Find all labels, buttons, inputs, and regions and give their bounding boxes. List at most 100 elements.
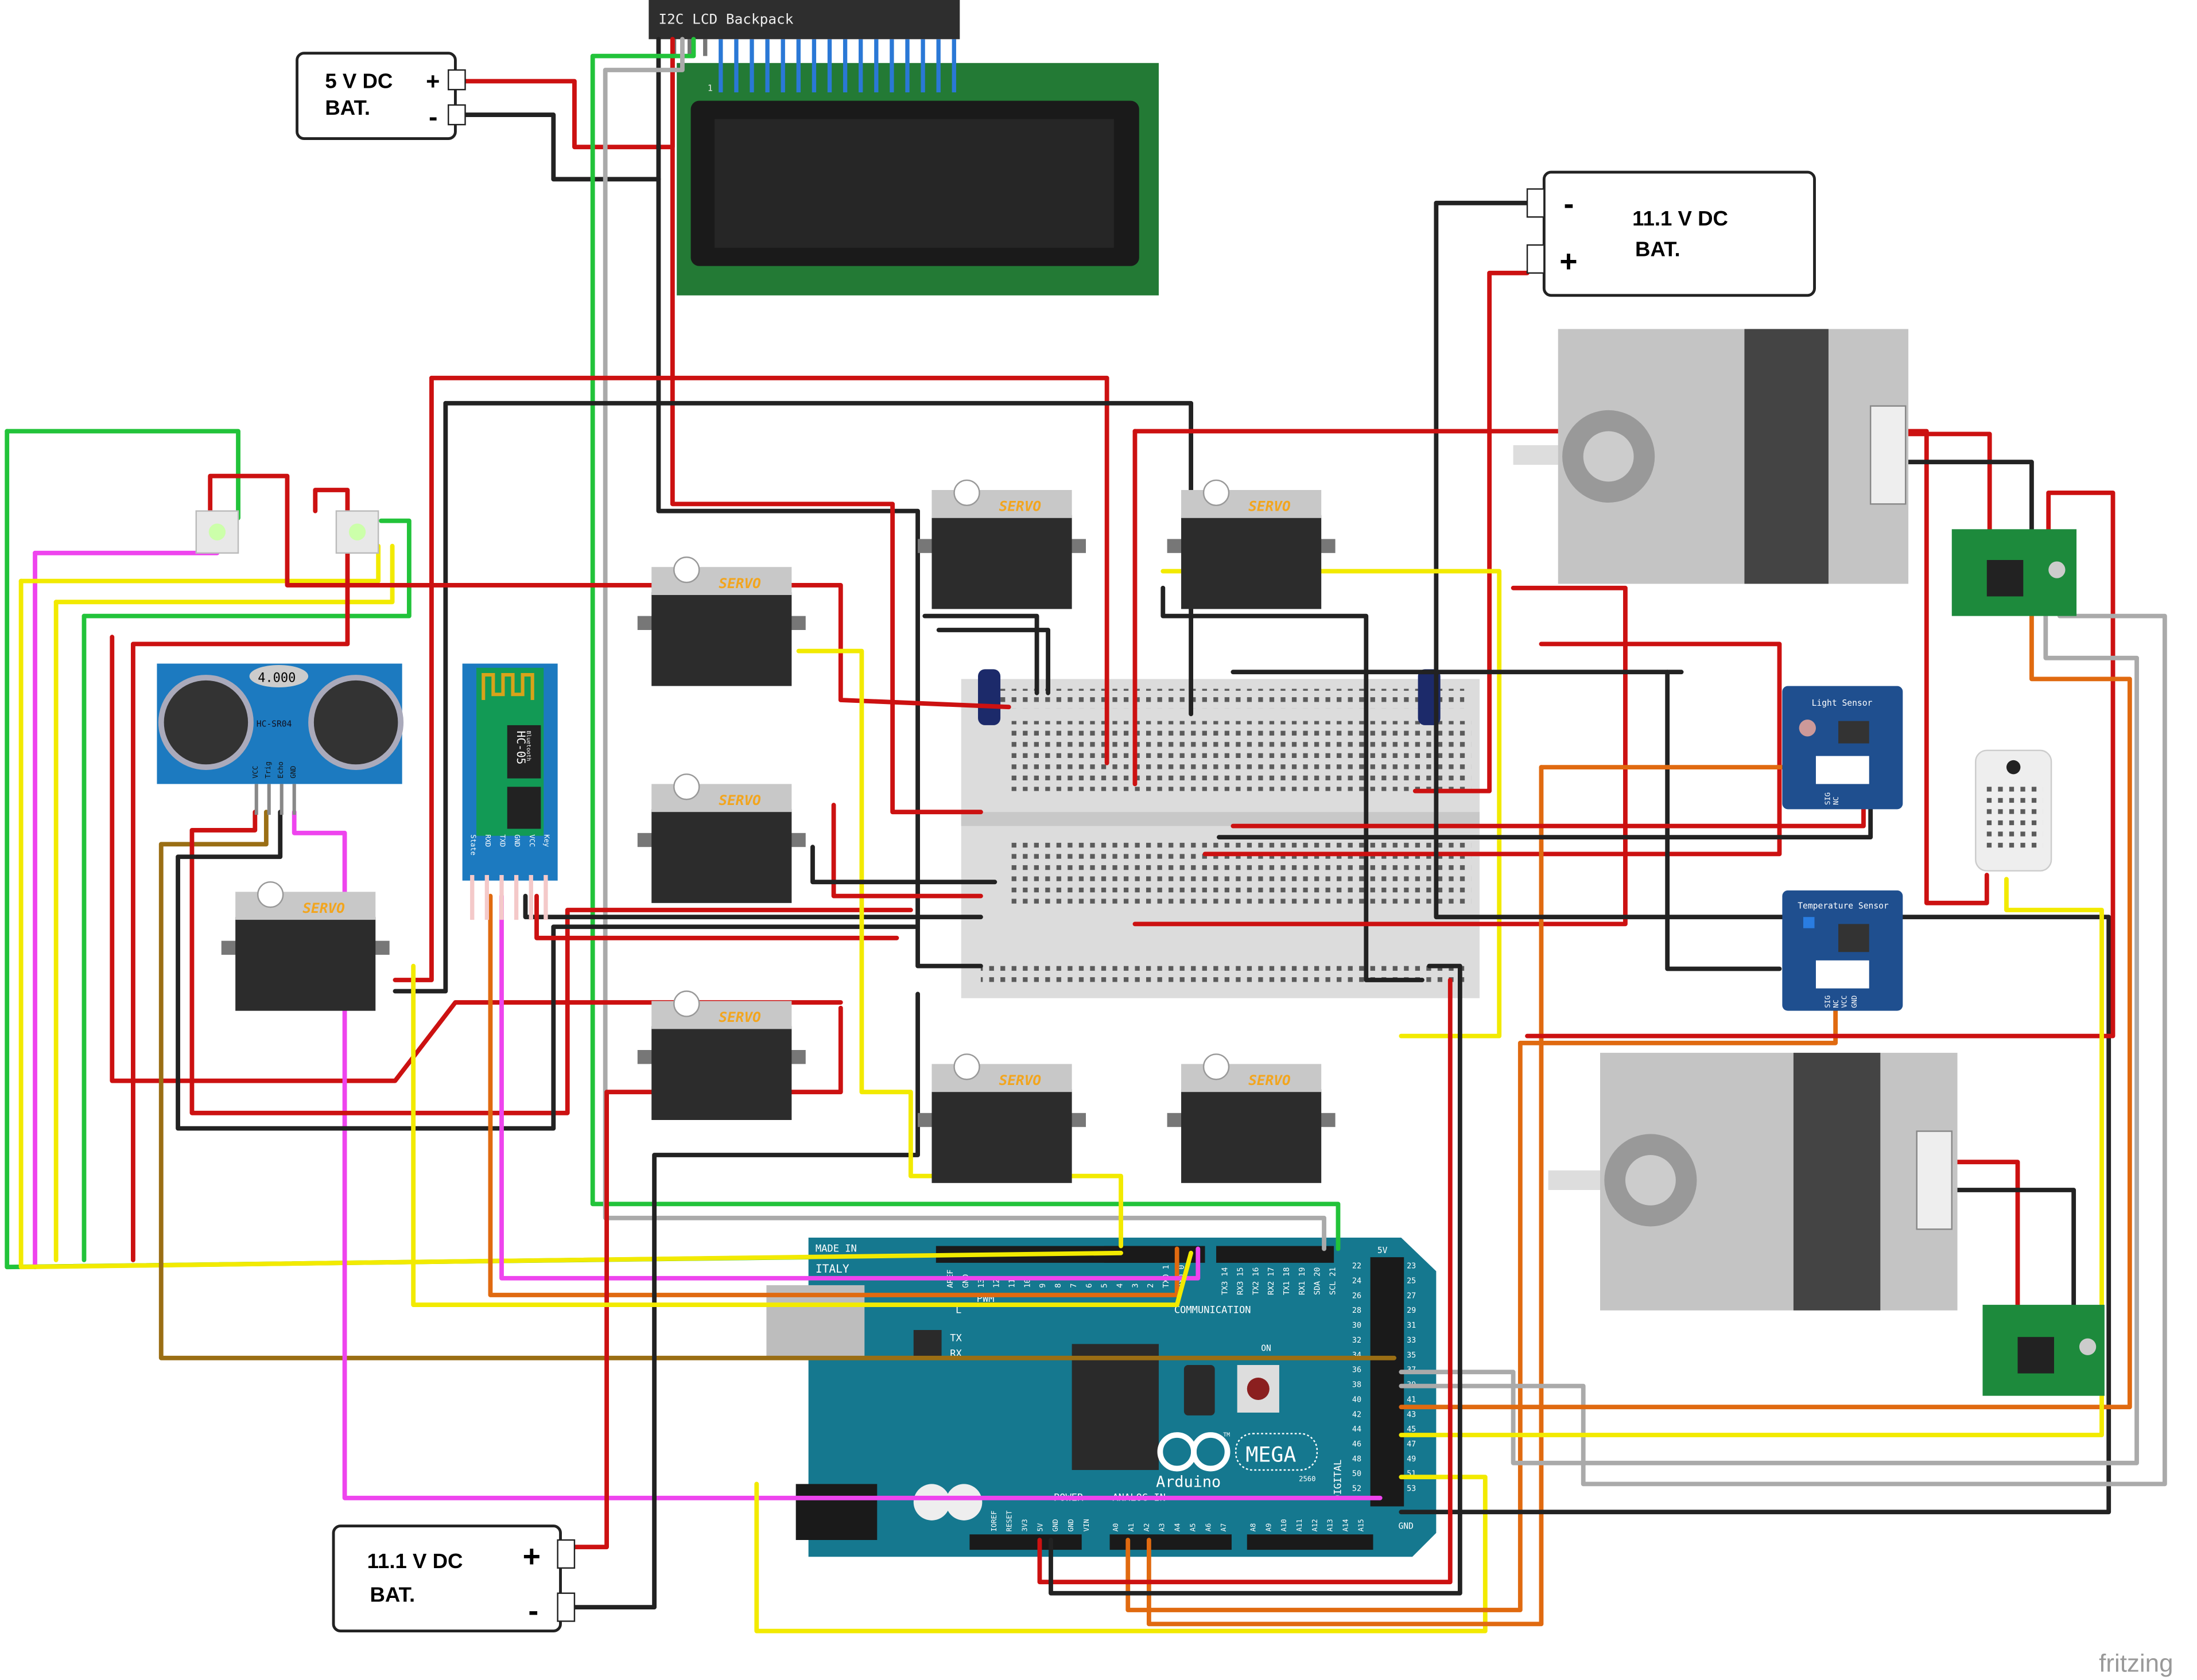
pin-label: SIG <box>1823 792 1831 805</box>
battery-label: BAT. <box>1635 238 1680 261</box>
wire-red[interactable] <box>189 810 913 1115</box>
pin-label: VCC <box>1841 995 1849 1008</box>
pin-label: 6 <box>1085 1284 1094 1288</box>
pin-label: A5 <box>1189 1523 1197 1532</box>
wire-black[interactable] <box>565 991 920 1610</box>
wire-red[interactable] <box>131 488 350 1262</box>
wire-red[interactable] <box>1889 431 1992 535</box>
wire-yellow[interactable] <box>1399 877 2104 1437</box>
pin-label: 50 <box>1352 1470 1361 1479</box>
battery-minus: - <box>1564 186 1574 221</box>
wire-black[interactable] <box>1049 963 1462 1596</box>
wire-green[interactable] <box>81 518 412 619</box>
pin-label: A1 <box>1127 1523 1135 1532</box>
wire-black[interactable] <box>922 613 1039 695</box>
wire-red[interactable] <box>393 375 434 982</box>
wire-green[interactable] <box>590 37 1341 1251</box>
dht-sensor <box>1975 749 2052 872</box>
wire-red[interactable] <box>1202 641 1782 857</box>
pin-label: 3 <box>1131 1284 1140 1288</box>
wire-red[interactable] <box>1037 978 1453 1585</box>
pin-label: State <box>469 834 477 855</box>
wire-orange[interactable] <box>488 893 1179 1297</box>
wire-red[interactable] <box>1931 1160 2020 1307</box>
wire-yellow[interactable] <box>18 578 1123 1270</box>
wire-red[interactable] <box>670 37 983 815</box>
pin-label: NC <box>1832 1000 1840 1008</box>
wire-grey[interactable] <box>1399 613 2167 1487</box>
wire-yellow[interactable] <box>53 543 395 605</box>
wire-grey[interactable] <box>603 37 1326 1251</box>
battery-minus: - <box>429 102 437 132</box>
stepper-driver <box>1951 529 2077 616</box>
pin-label: 52 <box>1352 1485 1361 1494</box>
wire-green[interactable] <box>5 429 240 520</box>
pin-label: VIN <box>1082 1519 1090 1531</box>
battery-voltage: 11.1 V DC <box>1632 207 1728 230</box>
servo-motor: SERVO <box>918 479 1086 609</box>
pin-label: GND <box>1850 995 1858 1008</box>
wire-red[interactable] <box>208 473 1011 710</box>
wire-black[interactable] <box>176 810 920 1131</box>
pin-label: 53 <box>1407 1485 1416 1494</box>
wire-black[interactable] <box>1889 460 2034 535</box>
usb-port <box>766 1285 865 1358</box>
servo-label: SERVO <box>719 575 760 592</box>
wire-orange[interactable] <box>1125 978 1838 1612</box>
wire-yellow[interactable] <box>754 1475 1488 1634</box>
battery-plus: + <box>1559 244 1577 278</box>
wire-black[interactable] <box>810 845 997 885</box>
wire-yellow[interactable] <box>796 648 1123 1249</box>
pin-label: A15 <box>1357 1519 1365 1531</box>
wire-pink[interactable] <box>292 810 1383 1500</box>
wire-yellow[interactable] <box>411 963 1194 1307</box>
servo-label: SERVO <box>999 498 1041 515</box>
stepper-motor <box>1548 1052 1958 1310</box>
battery-plus: + <box>523 1539 541 1573</box>
wire-black[interactable] <box>523 893 983 920</box>
wire-brown[interactable] <box>158 810 1397 1360</box>
wire-black[interactable] <box>1931 1188 2076 1307</box>
wire-black[interactable] <box>1160 585 1424 982</box>
bluetooth-model: HC-05 <box>514 731 527 765</box>
wire-red[interactable] <box>831 803 983 899</box>
servo-motor: SERVO <box>918 1053 1086 1183</box>
model-label: MEGA <box>1245 1442 1296 1467</box>
wire-red[interactable] <box>110 635 843 1083</box>
pin-label: A6 <box>1204 1523 1212 1532</box>
pin-label: 8 <box>1054 1284 1063 1288</box>
wire-yellow[interactable] <box>18 543 381 584</box>
pin-label: 3V3 <box>1020 1519 1028 1531</box>
pin-label: RX2 17 <box>1267 1267 1276 1295</box>
lcd-pin1-label: 1 <box>708 84 713 94</box>
wire-black[interactable] <box>936 628 1051 695</box>
servo-label: SERVO <box>999 1072 1041 1088</box>
communication-label: COMMUNICATION <box>1174 1305 1251 1316</box>
servo-motor: SERVO <box>1167 479 1336 609</box>
wire-orange[interactable] <box>1399 613 2132 1410</box>
wire-black[interactable] <box>393 400 448 994</box>
wire-black[interactable] <box>443 400 1194 717</box>
battery-5v: 5 V DC BAT. + - <box>296 52 466 140</box>
wire-grey[interactable] <box>1399 613 2139 1465</box>
wire-red[interactable] <box>534 893 899 940</box>
wire-red[interactable] <box>1132 585 1628 927</box>
backpack-label: I2C LCD Backpack <box>658 10 793 27</box>
wire-red[interactable] <box>1525 490 2116 1039</box>
wire-black[interactable] <box>1399 753 2111 1515</box>
pin-label: A10 <box>1280 1519 1288 1531</box>
pin-label: TX1 18 <box>1283 1267 1291 1295</box>
wire-red[interactable] <box>1412 270 1530 794</box>
pin-label: 22 <box>1352 1262 1361 1271</box>
pin-label: A4 <box>1174 1523 1182 1532</box>
pin-label: 23 <box>1407 1262 1416 1271</box>
wire-red[interactable] <box>565 1005 843 1550</box>
pin-label: 42 <box>1352 1410 1361 1419</box>
wire-black[interactable] <box>656 37 983 969</box>
pin-label: 35 <box>1407 1351 1416 1360</box>
wire-pink[interactable] <box>499 893 1201 1281</box>
pin-label: VCC <box>528 834 536 847</box>
wire-black[interactable] <box>1665 670 1782 971</box>
wire-red[interactable] <box>429 375 1109 765</box>
stepper-driver <box>1982 1305 2105 1396</box>
